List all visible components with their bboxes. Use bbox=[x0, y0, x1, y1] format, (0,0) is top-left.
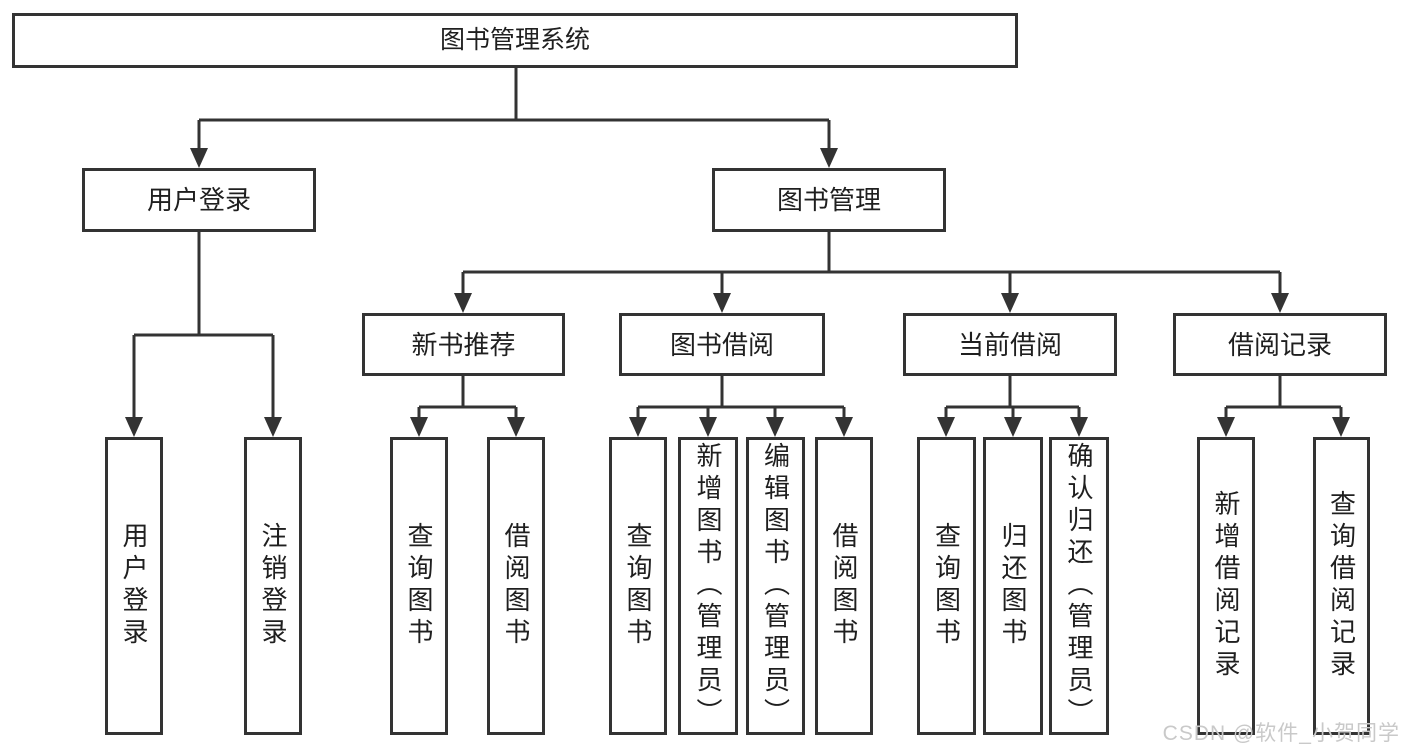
node-user-login: 用户登录 bbox=[82, 168, 316, 232]
leaf-label: 用户登录 bbox=[119, 522, 149, 650]
leaf-label: 借阅图书 bbox=[501, 522, 531, 650]
leaf-add-borrow-record: 新增借阅记录 bbox=[1197, 437, 1255, 735]
leaf-user-login: 用户登录 bbox=[105, 437, 163, 735]
leaf-query-books-recommend: 查询图书 bbox=[390, 437, 448, 735]
leaf-label: 新增借阅记录 bbox=[1211, 490, 1241, 682]
leaf-label: 归还图书 bbox=[998, 522, 1028, 650]
arrowheads bbox=[125, 148, 1350, 437]
node-book-borrow: 图书借阅 bbox=[619, 313, 825, 376]
node-new-book-recommend: 新书推荐 bbox=[362, 313, 565, 376]
node-label: 图书管理 bbox=[776, 185, 881, 215]
leaf-label: 编辑图书（管理员） bbox=[760, 442, 791, 730]
leaf-label: 确认归还（管理员） bbox=[1064, 442, 1094, 730]
leaf-label: 注销登录 bbox=[258, 522, 288, 650]
leaf-borrow-books: 借阅图书 bbox=[815, 437, 873, 735]
leaf-label: 新增图书（管理员） bbox=[693, 442, 723, 730]
node-library-management-system: 图书管理系统 bbox=[12, 13, 1018, 68]
leaf-query-books-current: 查询图书 bbox=[917, 437, 976, 735]
leaf-label: 查询图书 bbox=[404, 522, 434, 650]
leaf-borrow-books-recommend: 借阅图书 bbox=[487, 437, 545, 735]
node-label: 图书管理系统 bbox=[439, 26, 590, 54]
leaf-add-book-admin: 新增图书（管理员） bbox=[678, 437, 738, 735]
node-label: 当前借阅 bbox=[957, 329, 1062, 360]
leaf-query-borrow-record: 查询借阅记录 bbox=[1313, 437, 1370, 735]
leaf-confirm-return-admin: 确认归还（管理员） bbox=[1049, 437, 1109, 735]
connector-paths bbox=[132, 68, 1343, 419]
node-label: 新书推荐 bbox=[411, 329, 516, 360]
leaf-label: 查询图书 bbox=[623, 522, 653, 650]
leaf-label: 查询借阅记录 bbox=[1326, 490, 1357, 682]
node-current-borrow: 当前借阅 bbox=[903, 313, 1117, 376]
node-label: 用户登录 bbox=[146, 185, 251, 215]
node-borrow-records: 借阅记录 bbox=[1173, 313, 1387, 376]
node-label: 图书借阅 bbox=[669, 329, 774, 360]
node-label: 借阅记录 bbox=[1227, 329, 1332, 360]
leaf-label: 查询图书 bbox=[931, 522, 962, 650]
leaf-label: 借阅图书 bbox=[829, 522, 859, 650]
leaf-return-books: 归还图书 bbox=[983, 437, 1043, 735]
leaf-query-books-borrow: 查询图书 bbox=[609, 437, 667, 735]
leaf-logout: 注销登录 bbox=[244, 437, 302, 735]
node-book-management: 图书管理 bbox=[712, 168, 946, 232]
leaf-edit-book-admin: 编辑图书（管理员） bbox=[746, 437, 805, 735]
